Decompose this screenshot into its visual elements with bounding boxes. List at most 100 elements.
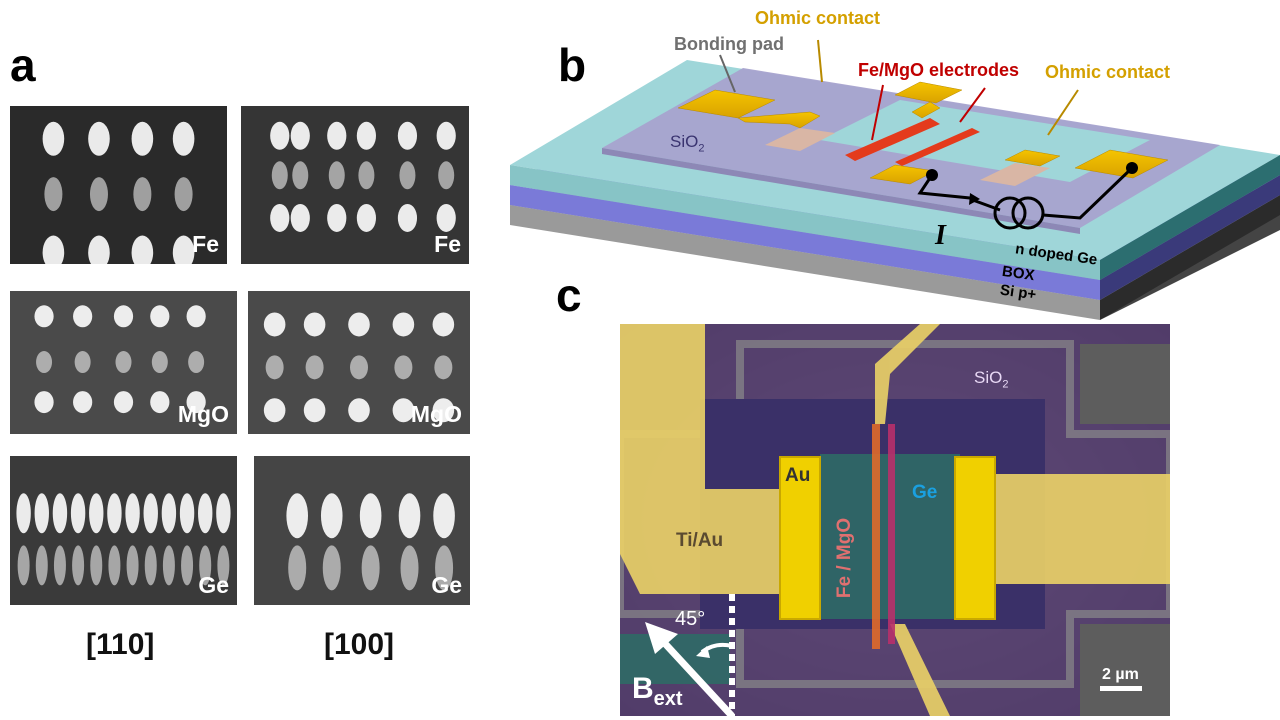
rheed-streak [34,493,49,534]
panel-a-letter: a [10,39,36,91]
rheed-streak [433,493,455,539]
rheed-streak [435,545,454,591]
rheed-streak [358,161,375,190]
bonding-pad-label: Bonding pad [674,34,784,54]
rheed-streak [107,493,122,534]
au-contact-left [779,456,821,620]
rheed-streak [434,355,453,380]
rheed-streak [113,391,134,414]
rheed-streak [361,545,380,591]
rheed-label: Ge [431,572,462,598]
ti-au-trace-top [875,324,940,424]
bext-arrow-shaft [655,633,735,716]
rheed-streak [188,351,205,374]
rheed-streak [290,121,310,150]
rheed-streak [286,493,308,539]
rheed-streak [400,545,419,591]
fe-mgo-electrode-2 [895,128,980,166]
rheed-streak [113,305,134,328]
rheed-pattern [254,456,470,605]
sio2-corner-top [1080,344,1170,424]
rheed-streak [397,121,418,150]
angle-arc-head [696,646,710,658]
rheed-streak [392,398,415,423]
rheed-streak [436,203,456,232]
direction-110-label: [110] [86,628,155,661]
rheed-streak [216,493,231,534]
rheed-pattern [10,456,237,605]
rheed-streak [162,545,175,586]
rheed-streak [131,235,154,264]
electrode-arrow-2 [959,87,986,123]
sio2-label-c: SiO2 [974,368,1008,390]
rheed-streak [432,398,455,423]
sio2-label-b: SiO2 [670,132,704,154]
source-circle-1 [993,196,1027,230]
rheed-streak [42,235,65,264]
rheed-streak [320,493,343,539]
mesa-outline [620,340,1170,688]
rheed-streak [35,545,48,586]
bext-label: Bext [632,672,683,711]
bext-main: B [632,672,654,705]
rheed-streak [172,235,195,264]
rheed-label: Fe [192,231,219,257]
rheed-background [10,456,237,605]
device-schematic [510,39,1280,320]
angle-label: 45° [675,608,706,630]
rheed-streak [172,121,195,156]
gold-pad-top [894,81,963,104]
sio2-text: SiO [974,368,1003,387]
ge-label: Ge [912,482,938,503]
fe-mgo-label: Fe / MgO [834,517,856,599]
sem-image [620,324,1170,716]
sio2-subscript: 2 [698,142,705,155]
rheed-streak [90,545,103,586]
rheed-streak [438,161,455,190]
rheed-label: MgO [177,401,229,427]
rheed-streak [72,545,85,586]
rheed-streak [174,177,193,212]
rheed-streak [73,391,93,414]
au-contact-right [954,456,996,620]
rheed-streak [70,493,86,534]
fe-mgo-electrode-1 [845,118,940,161]
rheed-streak [198,493,213,534]
ge-front [510,165,1100,280]
sio2-subscript: 2 [1002,378,1009,391]
rheed-streak [150,391,170,414]
scale-bar [1100,686,1142,691]
rheed-streak [42,121,65,156]
circuit-wire-1 [917,174,971,200]
ohmic-contact-right-label: Ohmic contact [1045,62,1171,82]
si-front [510,205,1100,320]
rheed-streak [394,355,413,380]
rheed-streak [133,177,152,212]
rheed-streak [348,398,370,423]
rheed-streak [125,493,140,534]
au-label: Au [785,465,811,486]
rheed-streak [161,493,177,534]
ohmic-contact-2 [980,163,1050,186]
rheed-streak [115,351,132,374]
sio2-text: SiO [670,132,699,151]
rheed-fe-100: Fe [241,106,469,264]
rheed-streak [327,203,347,232]
panel-c-letter: c [556,269,582,321]
rheed-streak [263,398,286,423]
sio2-window [820,100,1150,182]
rheed-streak [126,545,139,586]
rheed-label: Fe [434,231,461,257]
current-arrow [969,193,980,205]
ohmic-contact-left-label: Ohmic contact [755,8,881,28]
rheed-streak [328,161,345,190]
current-symbol: I [935,220,946,251]
rheed-streak [181,545,194,586]
circuit-node-1 [926,169,938,181]
rheed-streak [186,305,206,328]
box-front [510,185,1100,300]
rheed-streak [436,121,456,150]
ohmic-arrow-left [817,39,823,83]
rheed-streak [73,305,93,328]
rheed-mgo-100: MgO [248,291,470,434]
